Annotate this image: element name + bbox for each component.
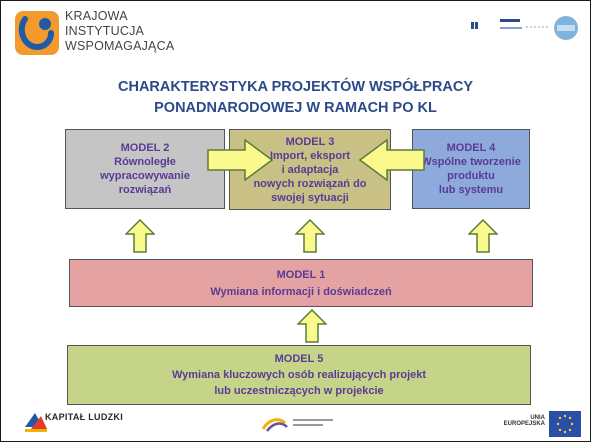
model-2-box: MODEL 2 Równoległe wypracowywanie rozwią… xyxy=(65,129,225,209)
osrodek-logo-icon xyxy=(261,418,333,432)
model-3-text: nowych rozwiązań do xyxy=(253,177,367,190)
eu-label-line: UNIA EUROPEJSKA xyxy=(503,415,545,427)
kiw-logo-icon xyxy=(15,11,59,55)
model-2-heading: MODEL 2 xyxy=(120,142,170,154)
model-4-text: produktu xyxy=(447,170,495,182)
arrow-up-icon xyxy=(468,219,498,253)
model-3-heading: MODEL 3 xyxy=(285,135,335,148)
model-3-box: MODEL 3 Import, eksport i adaptacja nowy… xyxy=(229,129,391,210)
title-line: PONADNARODOWEJ W RAMACH PO KL xyxy=(154,100,437,116)
title-line: CHARAKTERYSTYKA PROJEKTÓW WSPÓŁPRACY xyxy=(118,79,473,95)
partner-logos xyxy=(470,16,578,40)
model-2-text: rozwiązań xyxy=(118,184,172,196)
eu-flag-icon xyxy=(549,411,581,437)
arrow-up-icon xyxy=(297,309,327,343)
model-1-box: MODEL 1 Wymiana informacji i doświadczeń xyxy=(69,259,533,307)
psdb-logo-small-icon xyxy=(470,19,488,35)
org-name-line: INSTYTUCJA xyxy=(65,24,145,38)
kapital-ludzki-label: KAPITAŁ LUDZKI xyxy=(45,412,124,422)
eu-label: UNIA EUROPEJSKA xyxy=(493,415,545,427)
org-name-line: KRAJOWA xyxy=(65,9,128,23)
model-4-heading: MODEL 4 xyxy=(446,142,496,154)
model-3-text: swojej sytuacji xyxy=(271,191,349,204)
arrow-right-icon xyxy=(207,139,273,181)
model-5-text: Wymiana kluczowych osób realizujących pr… xyxy=(171,369,427,381)
psdb-circle-logo-icon xyxy=(554,16,578,40)
model-5-text: lub uczestniczących w projekcie xyxy=(214,385,384,397)
org-name-line: WSPOMAGAJĄCA xyxy=(65,39,175,53)
arrow-up-icon xyxy=(125,219,155,253)
model-4-text: Wspólne tworzenie xyxy=(421,156,521,168)
model-1-text: Wymiana informacji i doświadczeń xyxy=(210,285,392,298)
model-2-text: Równoległe xyxy=(114,156,176,168)
model-3-text: Import, eksport xyxy=(269,149,351,162)
psdb-logo-mid-icon xyxy=(500,17,522,29)
model-4-box: MODEL 4 Wspólne tworzenie produktu lub s… xyxy=(412,129,530,209)
model-1-heading: MODEL 1 xyxy=(276,268,326,281)
model-4-text: lub systemu xyxy=(438,184,504,196)
model-5-box: MODEL 5 Wymiana kluczowych osób realizuj… xyxy=(67,345,531,405)
kapital-ludzki-logo-icon xyxy=(25,413,47,432)
model-5-heading: MODEL 5 xyxy=(274,353,324,365)
arrow-up-icon xyxy=(295,219,325,253)
arrow-left-icon xyxy=(359,139,425,181)
org-name: KRAJOWA INSTYTUCJA WSPOMAGAJĄCA xyxy=(65,9,174,54)
model-3-text: i adaptacja xyxy=(281,163,339,176)
slide-title: CHARAKTERYSTYKA PROJEKTÓW WSPÓŁPRACY PON… xyxy=(1,77,590,119)
model-2-text: wypracowywanie xyxy=(100,170,190,182)
